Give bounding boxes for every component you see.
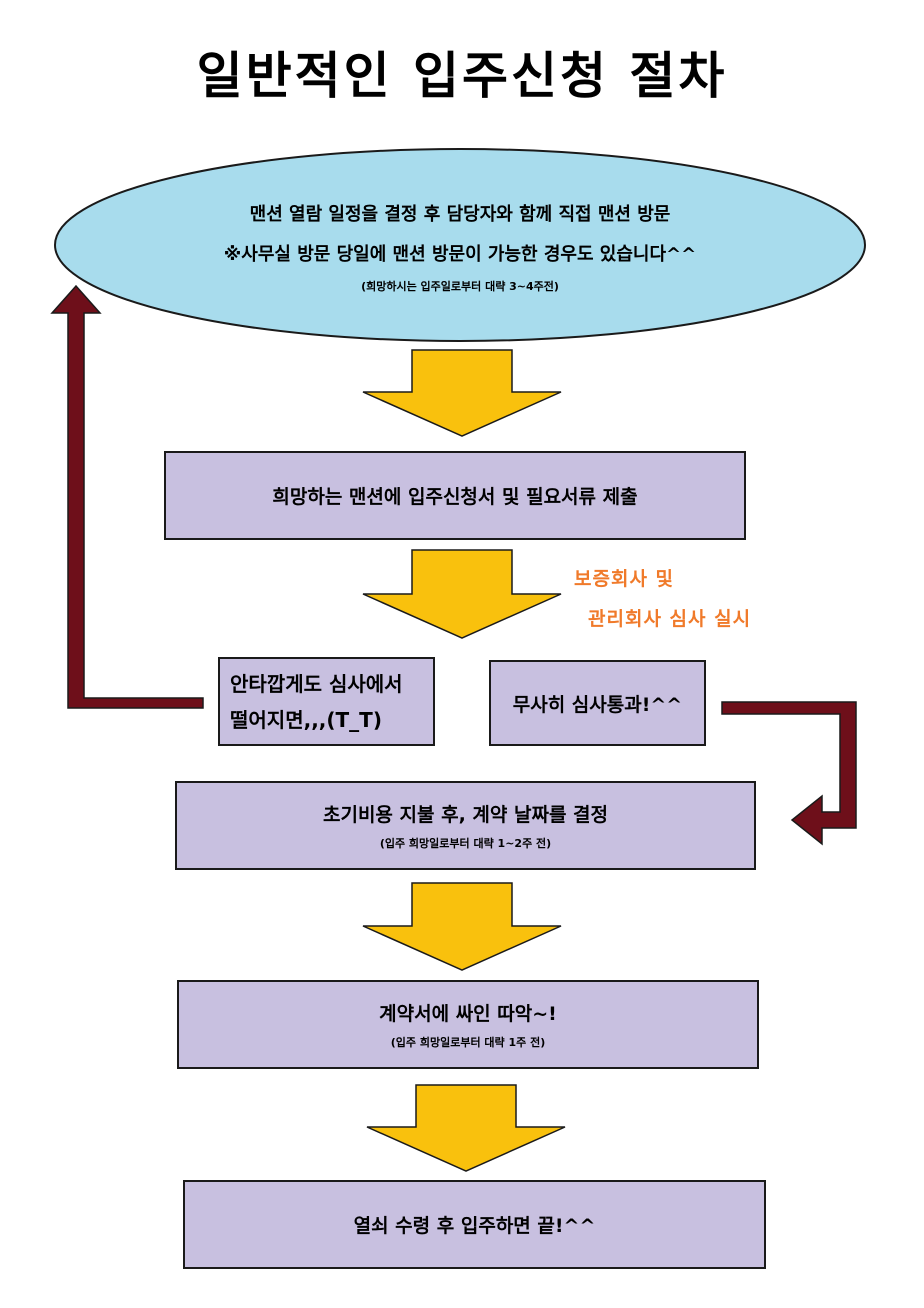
fail-line1: 안타깝게도 심사에서 [230,671,403,696]
down-arrow-4 [366,1084,566,1172]
fail-line2: 떨어지면,,,(T_T) [230,707,382,732]
visit-ellipse [54,148,866,342]
contract-sub: (입주 희망일로부터 대략 1주 전) [390,1036,546,1049]
pass-arrow [721,701,857,846]
down-arrow-3 [362,882,562,971]
return-arrow [50,284,204,709]
payment-label: 초기비용 지불 후, 계약 날짜를 결정 [322,804,608,826]
movein-label: 열쇠 수령 후 입주하면 끝!^^ [353,1215,596,1237]
movein-box: 열쇠 수령 후 입주하면 끝!^^ [183,1180,766,1269]
payment-sub: (입주 희망일로부터 대략 1~2주 전) [379,837,552,850]
review-note-line1: 보증회사 및 [574,568,675,590]
page-title: 일반적인 입주신청 절차 [196,47,728,105]
review-note-line2: 관리회사 심사 실시 [588,608,752,630]
pass-box: 무사히 심사통과!^^ [489,660,706,746]
fail-box: 안타깝게도 심사에서 떨어지면,,,(T_T) [218,657,435,746]
contract-box: 계약서에 싸인 따악~! (입주 희망일로부터 대략 1주 전) [177,980,759,1069]
visit-line2: ※사무실 방문 당일에 맨션 방문이 가능한 경우도 있습니다^^ [223,244,697,265]
visit-sub: (희망하시는 입주일로부터 대략 3~4주전) [361,280,559,293]
apply-box: 희망하는 맨션에 입주신청서 및 필요서류 제출 [164,451,746,540]
down-arrow-2 [362,549,562,639]
payment-box: 초기비용 지불 후, 계약 날짜를 결정 (입주 희망일로부터 대략 1~2주 … [175,781,756,870]
down-arrow-1 [362,349,562,437]
pass-label: 무사히 심사통과!^^ [512,693,683,716]
contract-label: 계약서에 싸인 따악~! [379,1003,557,1025]
visit-line1: 맨션 열람 일정을 결정 후 담당자와 함께 직접 맨션 방문 [249,204,671,225]
apply-label: 희망하는 맨션에 입주신청서 및 필요서류 제출 [272,486,638,508]
